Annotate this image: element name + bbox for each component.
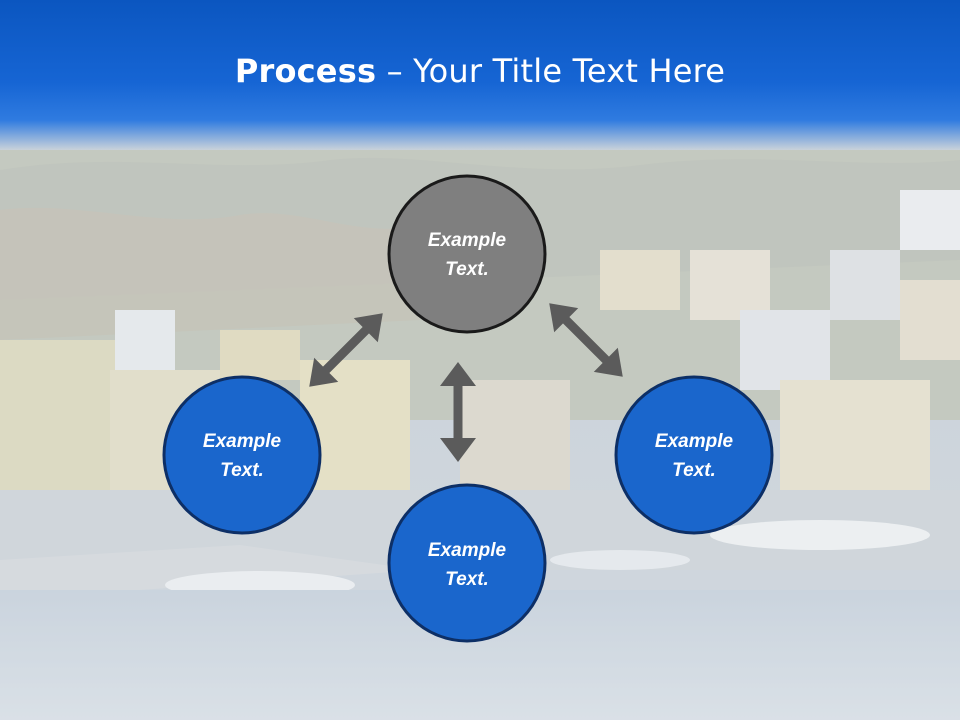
arrow-top-right bbox=[549, 303, 623, 377]
title-bold-part: Process bbox=[234, 52, 377, 90]
node-bottom: Example Text. bbox=[387, 483, 547, 643]
node-left-line2: Text. bbox=[220, 460, 264, 481]
node-top-line1: Example bbox=[428, 230, 507, 251]
node-bottom-line2: Text. bbox=[445, 569, 489, 590]
node-top-line2: Text. bbox=[445, 259, 489, 280]
title-bar bbox=[0, 0, 960, 150]
node-right-line1: Example bbox=[655, 431, 734, 452]
node-bottom-line1: Example bbox=[428, 540, 507, 561]
node-top: Example Text. bbox=[387, 174, 547, 334]
node-left-line1: Example bbox=[203, 431, 282, 452]
title-rest-part: – Your Title Text Here bbox=[376, 52, 726, 90]
node-right-line2: Text. bbox=[672, 460, 716, 481]
slide-title: Process – Your Title Text Here bbox=[0, 52, 960, 90]
arrow-vertical bbox=[440, 362, 476, 462]
arrow-top-left bbox=[309, 313, 383, 387]
node-right: Example Text. bbox=[614, 375, 774, 535]
node-left: Example Text. bbox=[162, 375, 322, 535]
